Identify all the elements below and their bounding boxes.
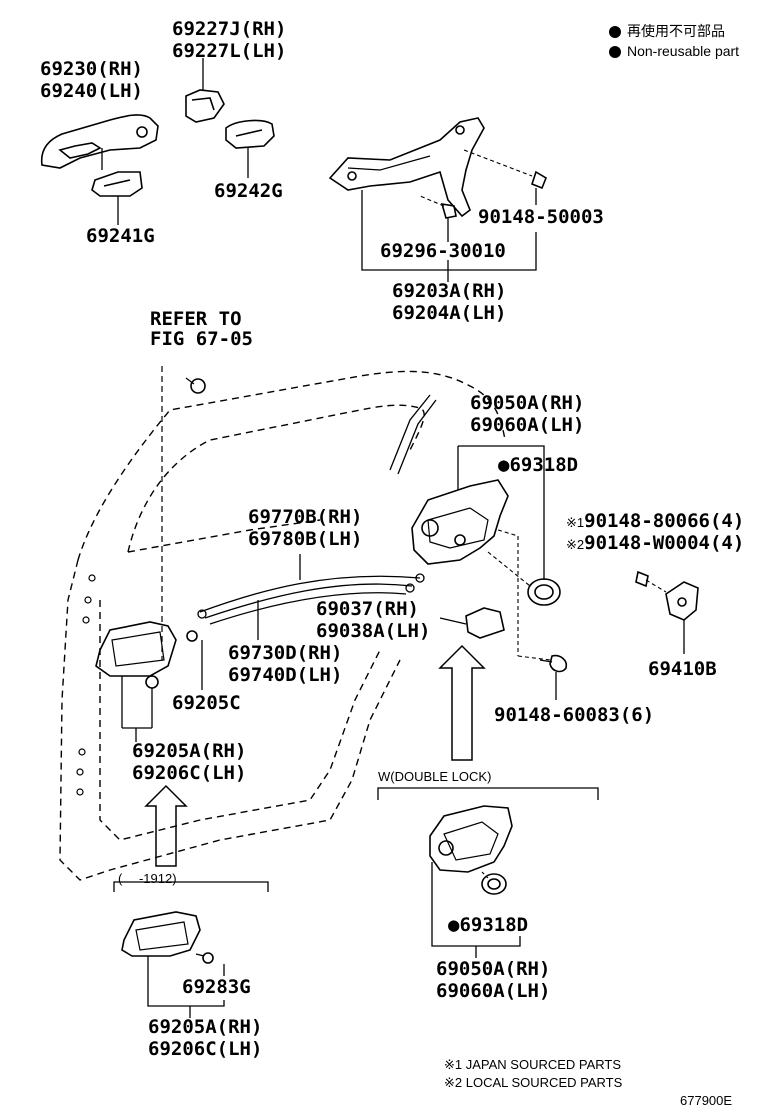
seal-69318-top	[527, 578, 561, 606]
label-69242: 69242G	[214, 180, 283, 202]
legend-text-jp: 再使用不可部品	[627, 23, 725, 39]
label-69205a-bot-rh: 69205A(RH)	[148, 1016, 263, 1038]
label-69205a-top-rh: 69205A(RH)	[132, 740, 247, 762]
label-69050-bot-rh: 69050A(RH)	[436, 958, 551, 980]
screw-69283	[202, 952, 214, 964]
label-69205c: 69205C	[172, 692, 241, 714]
label-69770-lh: 69780B(LH)	[248, 528, 363, 550]
screw-90148-50003	[531, 170, 547, 190]
label-69227-lh: 69227L(LH)	[172, 40, 287, 62]
label-69730-rh: 69730D(RH)	[228, 642, 343, 664]
label-69037-rh: 69037(RH)	[316, 598, 419, 620]
label-69037-lh: 69038A(LH)	[316, 620, 431, 642]
label-69230-rh: 69230(RH)	[40, 58, 143, 80]
label-69227-rh: 69227J(RH)	[172, 18, 287, 40]
outer-door-handle	[40, 114, 159, 169]
lock-cables	[197, 573, 425, 625]
label-double-lock: W(DOUBLE LOCK)	[378, 769, 492, 784]
label-refer-to: REFER TO	[150, 308, 242, 330]
handle-pad-69242	[225, 119, 275, 149]
label-69296: 69296-30010	[380, 240, 506, 262]
label-90148-W0004: ※290148-W0004(4)	[566, 532, 745, 554]
door-lock-assembly-top	[411, 479, 509, 565]
legend-text-en: Non-reusable part	[627, 43, 740, 59]
drawing-number: 677900E	[680, 1093, 733, 1108]
label-69318-bottom: ●69318D	[448, 914, 529, 936]
label-69410: 69410B	[648, 658, 717, 680]
label-90148-80066: ※190148-80066(4)	[566, 510, 745, 532]
screw-69296	[440, 203, 457, 219]
label-69050-top-rh: 69050A(RH)	[470, 392, 585, 414]
footnote-2: ※2 LOCAL SOURCED PARTS	[444, 1075, 623, 1090]
door-outline	[59, 370, 506, 881]
arrow-to-handle	[144, 784, 188, 867]
door-striker	[665, 581, 699, 621]
label-69730-lh: 69740D(LH)	[228, 664, 343, 686]
door-lock-assembly-bottom	[429, 805, 513, 873]
label-69205a-top-lh: 69206C(LH)	[132, 762, 247, 784]
lock-bracket-69037	[465, 607, 505, 639]
label-fig-67-05: FIG 67-05	[150, 328, 253, 350]
label-69203-lh: 69204A(LH)	[392, 302, 507, 324]
inside-handle-old	[121, 911, 201, 957]
label-69050-top-lh: 69060A(LH)	[470, 414, 585, 436]
label-69283: 69283G	[182, 976, 251, 998]
inside-handle-assembly	[95, 621, 198, 689]
footnote-1: ※1 JAPAN SOURCED PARTS	[444, 1057, 622, 1072]
label-69770-rh: 69770B(RH)	[248, 506, 363, 528]
screw-90148-80066	[635, 570, 649, 588]
label-90148-60083: 90148-60083(6)	[494, 704, 655, 726]
screw-90148-60083	[549, 654, 568, 673]
door-holes	[76, 574, 96, 796]
label-69318-top: ●69318D	[498, 454, 579, 476]
door-window-frame	[389, 394, 437, 475]
label-90148-50003: 90148-50003	[478, 206, 604, 228]
legend-dot-en	[609, 46, 621, 58]
clip-refer-fig	[190, 378, 206, 394]
outside-handle-frame	[328, 117, 485, 218]
label-69230-lh: 69240(LH)	[40, 80, 143, 102]
label-date-range: ( -1912)	[118, 871, 177, 886]
seal-69318-bottom	[481, 873, 507, 895]
label-69205a-bot-lh: 69206C(LH)	[148, 1038, 263, 1060]
label-69203-rh: 69203A(RH)	[392, 280, 507, 302]
handle-cap-69227	[185, 89, 225, 123]
handle-pad-69241	[91, 171, 143, 197]
arrow-to-lock	[438, 644, 486, 761]
legend-dot-jp	[609, 26, 621, 38]
label-69241: 69241G	[86, 225, 155, 247]
label-69050-bot-lh: 69060A(LH)	[436, 980, 551, 1002]
